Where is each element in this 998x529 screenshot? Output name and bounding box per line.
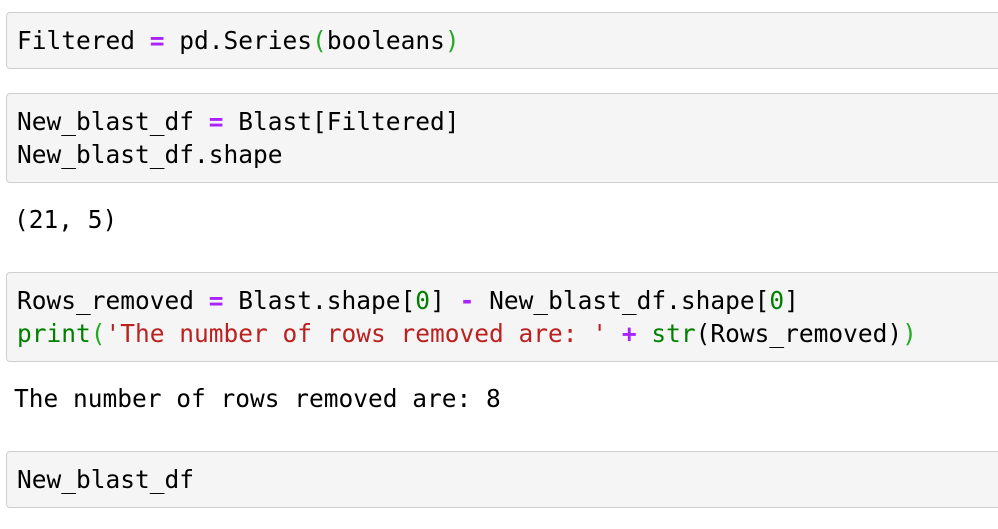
token-num: 0 (769, 286, 785, 315)
code-line: New_blast_df (17, 463, 998, 496)
token-num: 0 (415, 286, 431, 315)
token-plain: Blast[Filtered] (223, 107, 460, 136)
token-plain: New_blast_df (17, 107, 209, 136)
token-bracket: ( (90, 319, 106, 348)
code-cell-filtered-series[interactable]: Filtered = pd.Series(booleans) (6, 12, 998, 69)
token-bracket: ( (312, 26, 327, 55)
code-line: New_blast_df.shape (17, 138, 998, 171)
token-plain: ] (430, 286, 460, 315)
token-plain: Blast.shape[ (223, 286, 416, 315)
output-area-shape-result: (21, 5) (14, 203, 998, 236)
token-builtin: str (651, 319, 696, 348)
token-plain: (21, 5) (14, 205, 118, 234)
token-op: = (208, 107, 224, 136)
code-line: Rows_removed = Blast.shape[0] - New_blas… (17, 284, 998, 317)
token-plain (607, 319, 622, 348)
token-plain: (Rows_removed) (695, 319, 903, 348)
code-cell-new-blast-df[interactable]: New_blast_df = Blast[Filtered]New_blast_… (6, 93, 998, 183)
token-string: 'The number of rows removed are: ' (105, 319, 608, 348)
output-area-print-result: The number of rows removed are: 8 (14, 382, 998, 415)
code-cell-show-new-blast-df[interactable]: New_blast_df (6, 451, 998, 508)
token-plain: ] (784, 286, 799, 315)
token-plain: Rows_removed (17, 286, 209, 315)
output-line: (21, 5) (14, 203, 998, 236)
token-bracket: ) (902, 319, 917, 348)
token-plain: The number of rows removed are: 8 (14, 384, 501, 413)
token-plain: New_blast_df (17, 465, 195, 494)
code-line: print('The number of rows removed are: '… (17, 317, 998, 350)
token-op: + (621, 319, 637, 348)
token-bracket: ) (444, 26, 460, 55)
token-plain: pd.Series (164, 26, 313, 55)
output-line: The number of rows removed are: 8 (14, 382, 998, 415)
token-plain: Filtered (17, 26, 150, 55)
token-op: - (459, 286, 475, 315)
token-plain: New_blast_df.shape (17, 140, 283, 169)
token-plain (637, 319, 652, 348)
token-builtin: print (17, 319, 91, 348)
code-line: New_blast_df = Blast[Filtered] (17, 105, 998, 138)
token-op: = (149, 26, 165, 55)
token-plain: booleans (326, 26, 445, 55)
token-plain: New_blast_df.shape[ (474, 286, 770, 315)
code-cell-rows-removed[interactable]: Rows_removed = Blast.shape[0] - New_blas… (6, 272, 998, 362)
code-line: Filtered = pd.Series(booleans) (17, 24, 998, 57)
token-op: = (208, 286, 224, 315)
